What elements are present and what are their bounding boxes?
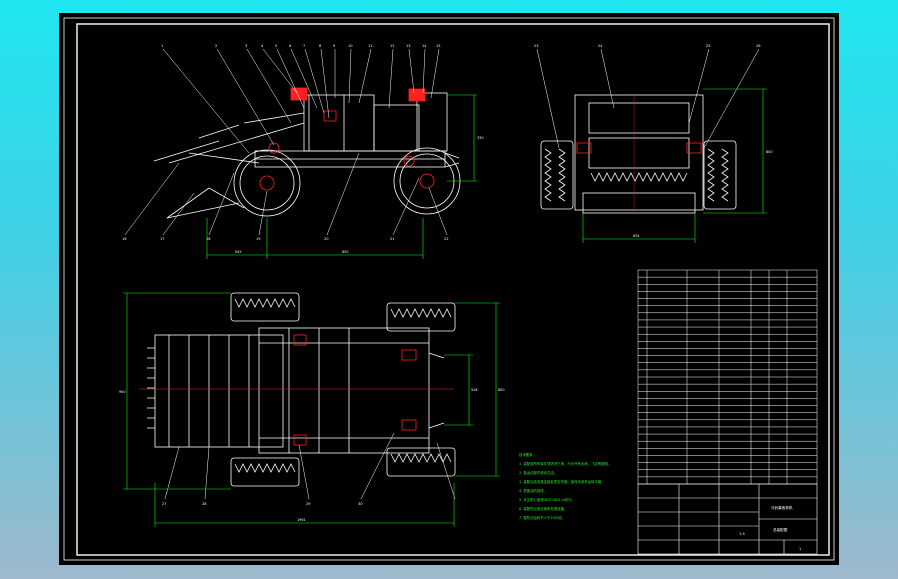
- callout-11: 11: [368, 44, 373, 48]
- callout-12: 12: [390, 44, 395, 48]
- dim-plan-width: 900: [119, 390, 125, 394]
- callout-7: 7: [303, 44, 305, 48]
- callout-1: 1: [161, 44, 163, 48]
- callout-2: 2: [215, 44, 217, 48]
- side-view-leaders: [124, 48, 448, 236]
- dim-front-height: 800: [766, 150, 772, 154]
- front-left-tire: [540, 140, 574, 210]
- front-right-tire: [703, 140, 737, 210]
- callout-16: 16: [122, 237, 127, 241]
- assembly-drawing: 945 850 330 634 800: [63, 17, 835, 561]
- side-front-wheel: [233, 149, 301, 217]
- callout-22: 22: [444, 237, 449, 241]
- plan-tire-1: [230, 292, 300, 322]
- callout-17: 17: [160, 237, 165, 241]
- callout-9: 9: [333, 44, 336, 48]
- front-body: [574, 94, 704, 211]
- dim-plan-track: 526: [471, 388, 477, 392]
- callout-21: 21: [390, 237, 395, 241]
- dim-plan-length: 1961: [297, 518, 306, 522]
- side-view: [153, 87, 461, 219]
- callout-10: 10: [348, 44, 353, 48]
- note-3: 3. 装配后检查各连接处是否牢固，各传动部件运转平稳。: [519, 479, 605, 484]
- plan-tire-4: [386, 447, 456, 477]
- title-sheet: 1: [799, 547, 801, 551]
- callout-8: 8: [319, 44, 322, 48]
- side-view-dimensions: [206, 94, 477, 259]
- title-drawing-no: 总装配图: [773, 527, 788, 532]
- plan-view-leaders: [164, 432, 456, 500]
- callout-25: 25: [706, 44, 711, 48]
- plan-frame: [258, 327, 430, 454]
- note-2: 2. 各运动部件转动灵活。: [519, 470, 557, 475]
- callout-6: 6: [289, 44, 292, 48]
- callout-24: 24: [598, 44, 603, 48]
- note-4: 4. 表面涂防锈漆。: [519, 488, 547, 493]
- callout-18: 18: [206, 237, 211, 241]
- note-7: 7. 整机试运转不少于30分钟。: [519, 515, 565, 520]
- outer-frame: [63, 17, 835, 561]
- callout-13: 13: [406, 44, 411, 48]
- title-name: 马铃薯收获机: [771, 505, 793, 510]
- plan-tire-2: [230, 457, 300, 487]
- callout-3: 3: [245, 44, 247, 48]
- callout-23: 23: [534, 44, 539, 48]
- plan-tire-3: [386, 302, 456, 332]
- front-view-dimensions: [582, 88, 767, 243]
- title-block: [637, 483, 818, 555]
- plan-view-dimensions: [123, 292, 500, 527]
- parts-list-table: [637, 269, 818, 485]
- dim-plan-outer: 800: [498, 388, 504, 392]
- note-6: 6. 装配时应保证链条松紧适度。: [519, 506, 567, 511]
- note-5: 5. 未注明公差按GB/T1804-m执行。: [519, 497, 575, 502]
- callout-28: 28: [202, 502, 207, 506]
- technical-notes: 技术要求 1. 装配前所有零件须清洗干净，不允许有毛刺、飞边等缺陷。 2. 各运…: [519, 452, 611, 520]
- title-scale: 1:5: [739, 532, 745, 536]
- callout-27: 27: [162, 502, 167, 506]
- callout-30: 30: [358, 502, 363, 506]
- callout-15: 15: [436, 44, 441, 48]
- inner-frame: [76, 23, 830, 556]
- dim-side-length-2: 850: [342, 250, 348, 254]
- front-view-leaders: [536, 48, 760, 149]
- callout-26: 26: [756, 44, 761, 48]
- callout-19: 19: [256, 237, 261, 241]
- note-1: 1. 装配前所有零件须清洗干净，不允许有毛刺、飞边等缺陷。: [519, 461, 611, 466]
- callout-4: 4: [261, 44, 264, 48]
- callout-29: 29: [306, 502, 311, 506]
- plan-digger: [154, 334, 284, 448]
- front-view: [540, 93, 737, 214]
- callout-20: 20: [324, 237, 329, 241]
- drawing-sheet: 945 850 330 634 800: [59, 13, 839, 565]
- dim-side-height: 330: [477, 136, 483, 140]
- notes-title: 技术要求: [519, 452, 533, 457]
- plan-view: [139, 292, 456, 487]
- callout-numbers: 1 2 3 4 5 6 7 8 9 10 11 12 13 14 15 16 1…: [122, 44, 761, 506]
- dim-front-width: 634: [633, 234, 639, 238]
- callout-14: 14: [422, 44, 427, 48]
- callout-5: 5: [275, 44, 277, 48]
- dim-side-length-1: 945: [235, 250, 241, 254]
